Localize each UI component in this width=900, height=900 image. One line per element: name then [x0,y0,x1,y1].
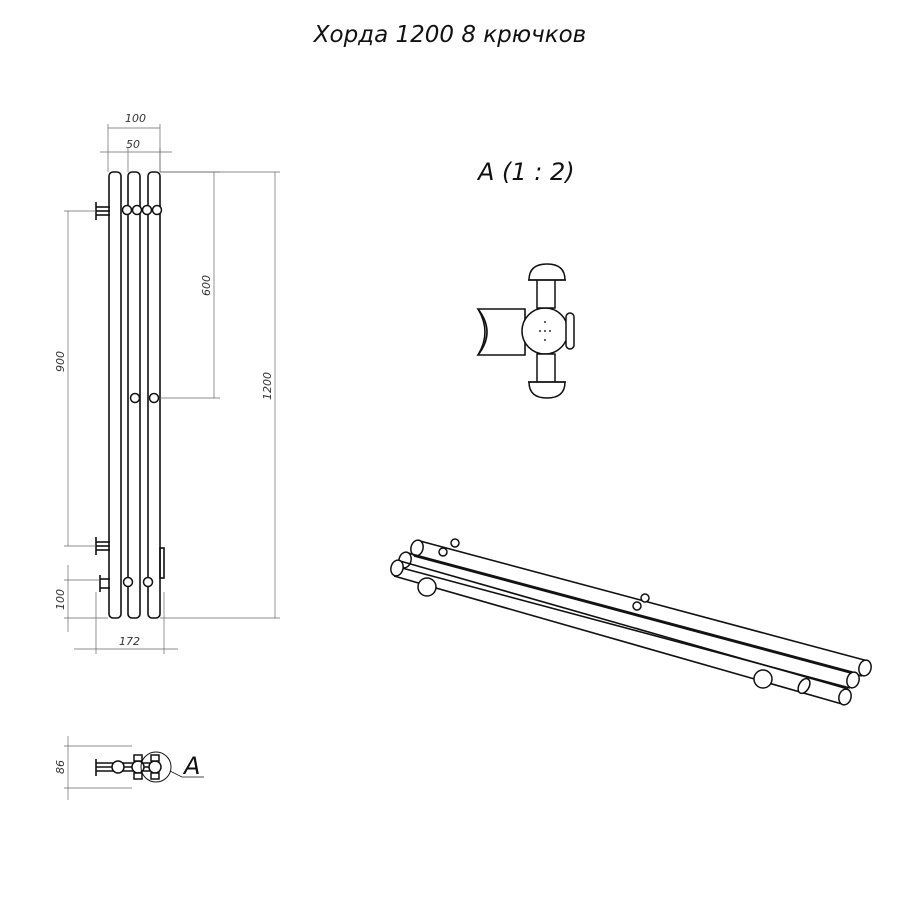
front-view: 100 50 600 1200 [54,112,280,654]
hook-3 [141,204,153,216]
dim-label-100-bottom: 100 [54,589,67,610]
iso-bracket-2 [753,669,773,689]
connection-pipe [99,547,165,592]
drawing-title: Хорда 1200 8 крючков [313,22,587,48]
dim-label-900: 900 [54,351,67,372]
hook-6 [148,392,160,404]
dim-label-86: 86 [54,760,67,774]
dimension-50: 50 [100,138,172,172]
wall-bracket-bottom [95,537,110,555]
iso-tube-back-end [410,539,424,557]
wall-bracket-top [95,202,110,220]
tube-1 [108,171,122,619]
top-tube-1 [111,760,125,774]
hook-7 [122,576,134,588]
isometric-view [390,538,872,706]
top-hook-4 [150,772,160,780]
hook-4 [151,204,163,216]
top-hook-3 [150,754,160,762]
dimension-100-bottom: 100 [54,565,108,632]
dim-label-100: 100 [125,112,146,125]
iso-tube-front-end [390,559,404,577]
iso-hook-1 [450,538,460,548]
detail-hook-bottom-head [528,381,566,399]
top-view: A 86 [54,736,204,800]
top-hook-1 [133,754,143,762]
dimension-100-top: 100 [107,112,161,172]
tube-3 [147,171,161,619]
dimension-172: 172 [74,592,178,654]
tube-2 [127,171,141,619]
dim-label-600: 600 [200,275,213,296]
detail-side-cap [565,312,575,350]
detail-cut-pipe [476,308,526,356]
detail-a-view: A (1 : 2) [476,158,575,399]
top-tube-2 [131,760,145,774]
dimension-900: 900 [54,210,96,547]
detail-circle-a [140,751,172,783]
iso-connection [797,677,811,695]
detail-hook-top-head [528,263,566,281]
dim-label-172: 172 [119,635,140,648]
detail-hook-top-stem [536,277,556,309]
iso-bracket-1 [417,577,437,597]
top-hook-2 [133,772,143,780]
dim-label-50: 50 [126,138,140,151]
power-cord-entry [159,547,165,579]
iso-hook-4 [632,601,642,611]
iso-hook-2 [438,547,448,557]
dim-label-1200: 1200 [261,372,274,400]
top-tube-3 [148,760,162,774]
detail-hook-bottom-stem [536,353,556,385]
hook-1 [121,204,133,216]
section-marker-a: A [182,752,200,780]
hook-5 [129,392,141,404]
detail-label: A (1 : 2) [476,158,575,186]
dimension-1200: 1200 [160,171,280,619]
hook-2 [131,204,143,216]
dimension-600: 600 [160,171,220,399]
hook-8 [142,576,154,588]
iso-hook-3 [640,593,650,603]
